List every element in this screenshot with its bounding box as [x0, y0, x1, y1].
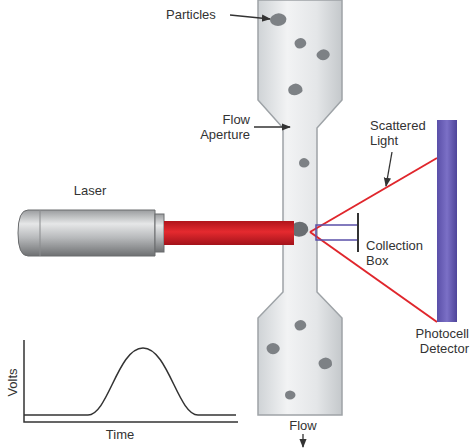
label: Collection Box	[366, 238, 423, 268]
particles	[267, 13, 333, 399]
label: Volts	[5, 368, 20, 396]
label: Photocell Detector	[416, 326, 469, 356]
laser-body	[18, 210, 164, 256]
label: Flow	[289, 418, 316, 433]
label: Time	[106, 427, 134, 442]
label: Flow Aperture	[200, 112, 250, 142]
label: Laser	[74, 183, 107, 198]
laser-beam	[164, 221, 294, 245]
signal-graph	[24, 340, 238, 422]
photocell-detector	[437, 120, 457, 322]
label: Scattered Light	[370, 118, 426, 148]
flow-tube	[258, 0, 342, 415]
collection-box	[316, 213, 358, 252]
label: Particles	[166, 7, 216, 22]
scattered-light	[310, 158, 437, 322]
leader-arrows	[230, 15, 392, 447]
